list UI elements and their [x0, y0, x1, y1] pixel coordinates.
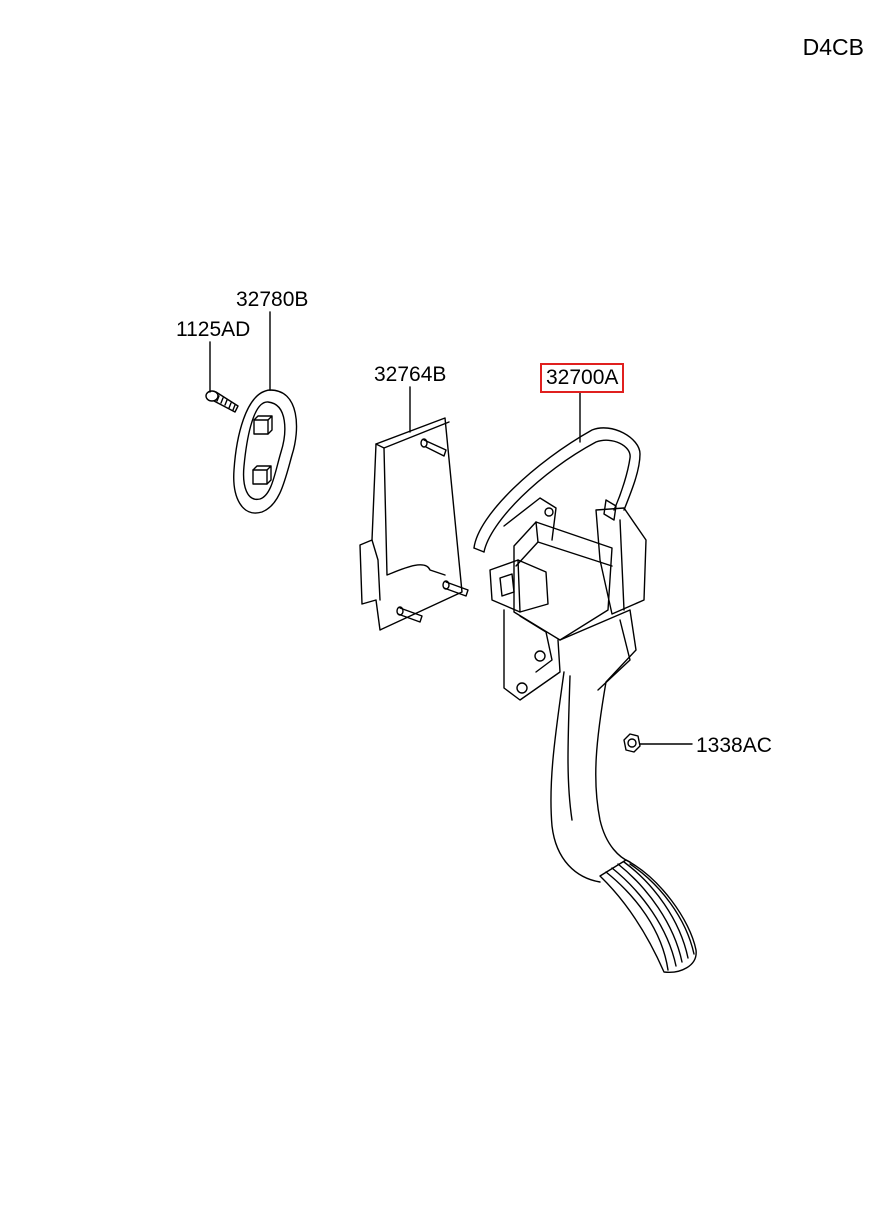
callout-32764B[interactable]: 32764B [374, 363, 447, 386]
callout-1338AC[interactable]: 1338AC [696, 734, 772, 757]
leader-lines [209, 311, 693, 745]
bolt-1125AD [205, 390, 239, 413]
callout-32780B[interactable]: 32780B [236, 288, 309, 311]
callout-32700A-highlighted[interactable]: 32700A [540, 363, 625, 393]
plate-32780B [233, 389, 298, 514]
nut-1338AC [623, 733, 641, 753]
callout-1125AD[interactable]: 1125AD [176, 318, 251, 341]
bracket-32764B [359, 417, 469, 631]
engine-code: D4CB [802, 34, 864, 60]
pedal-assembly-32700A [473, 427, 697, 973]
